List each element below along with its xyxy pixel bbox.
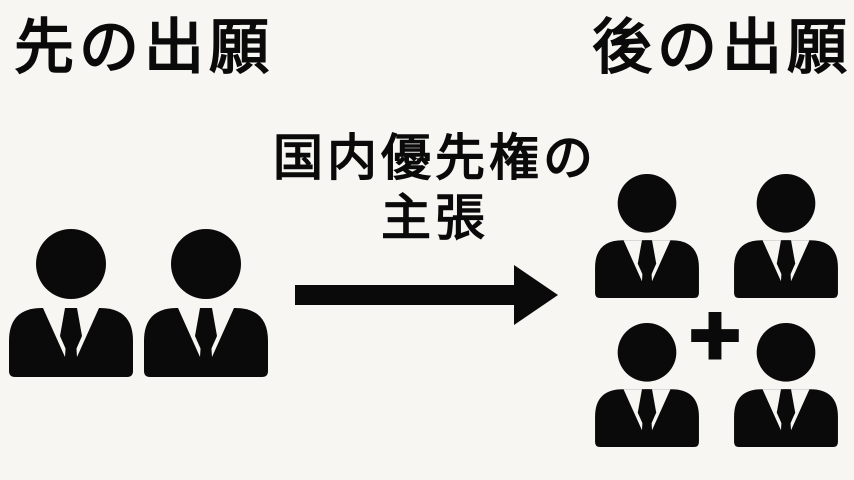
plus-icon: + <box>684 293 746 377</box>
business-person-icon <box>144 229 268 377</box>
priority-claim-label-line1: 国内優先権の <box>273 129 597 187</box>
business-person-icon <box>9 229 133 377</box>
priority-claim-label: 国内優先権の 主張 <box>250 128 620 248</box>
right-arrow-icon <box>295 265 558 325</box>
business-person-icon <box>734 174 838 298</box>
business-person-icon <box>595 174 699 298</box>
priority-claim-label-line2: 主張 <box>381 189 489 247</box>
later-application-heading: 後の出願 <box>592 13 852 83</box>
earlier-application-heading: 先の出願 <box>14 13 274 83</box>
